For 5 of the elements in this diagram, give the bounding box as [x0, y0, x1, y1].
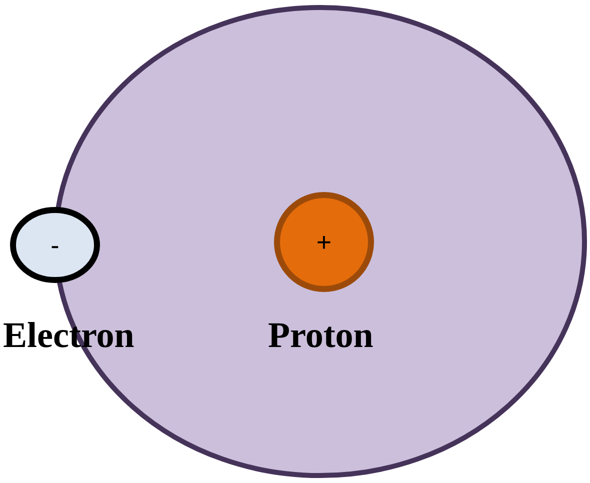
electron-circle [10, 207, 100, 283]
proton-circle [274, 192, 374, 292]
charge-sign: - [50, 230, 60, 260]
charge-sign: + [315, 227, 333, 257]
particle-label: Proton [268, 315, 374, 355]
